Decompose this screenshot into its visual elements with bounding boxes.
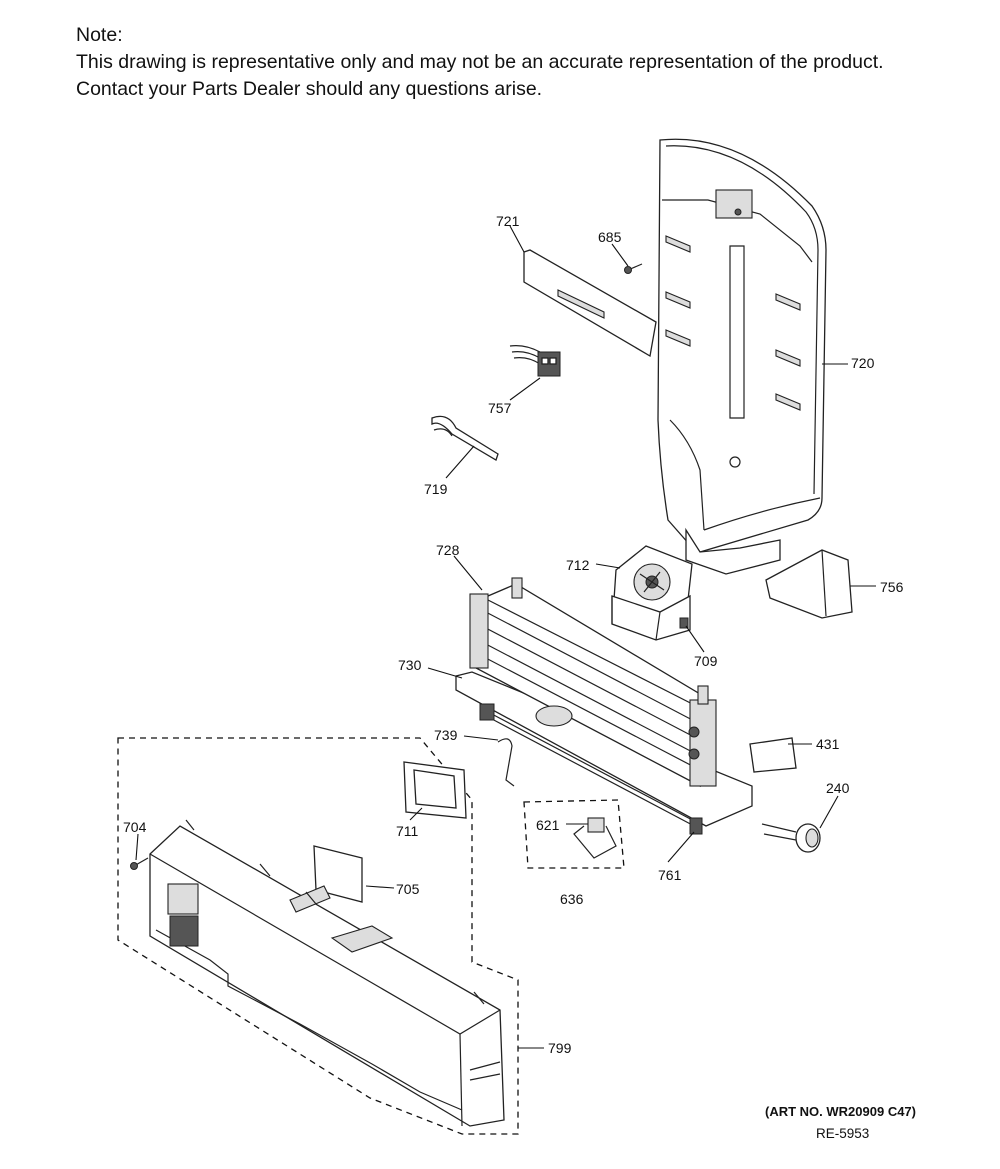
- callout-757: 757: [488, 400, 512, 416]
- part-704-screw: [130, 857, 149, 870]
- note-block: Note: This drawing is representative onl…: [76, 22, 884, 103]
- callout-636: 636: [560, 891, 584, 907]
- part-739-clip: [497, 738, 515, 787]
- callout-720: 720: [851, 355, 875, 371]
- part-720-panel: [657, 138, 827, 575]
- part-719-tube: [431, 415, 499, 461]
- note-line-2: Contact your Parts Dealer should any que…: [76, 78, 543, 100]
- callout-739: 739: [434, 727, 458, 743]
- part-799-housing: [149, 819, 505, 1127]
- callout-621: 621: [536, 817, 560, 833]
- part-728-evaporator: [455, 577, 753, 827]
- callout-730: 730: [398, 657, 422, 673]
- part-756-cover: [765, 549, 853, 619]
- leader-lines: [135, 225, 876, 1049]
- part-431-pad: [749, 737, 797, 773]
- callout-721: 721: [496, 213, 520, 229]
- callout-711: 711: [396, 823, 419, 839]
- note-line-1: This drawing is representative only and …: [76, 51, 884, 73]
- callout-704: 704: [123, 819, 147, 835]
- note-heading: Note:: [76, 24, 123, 46]
- callout-719: 719: [424, 481, 448, 497]
- callout-712: 712: [566, 557, 590, 573]
- callout-756: 756: [880, 579, 904, 595]
- art-number: (ART NO. WR20909 C47): [765, 1104, 916, 1119]
- group-636-outline: [523, 799, 625, 869]
- part-711-frame: [403, 761, 467, 819]
- part-712-fan: [611, 545, 693, 641]
- callout-705: 705: [396, 881, 420, 897]
- reference-code: RE-5953: [816, 1126, 870, 1141]
- callout-labels: 720 721 685 757 719 728 712 756 709 730 …: [123, 213, 904, 1056]
- part-636-bracket: [573, 817, 617, 859]
- callout-240: 240: [826, 780, 850, 796]
- callout-761: 761: [658, 867, 682, 883]
- callout-799: 799: [548, 1040, 572, 1056]
- part-761-heater: [479, 703, 703, 835]
- part-685-screw: [624, 263, 643, 274]
- callout-685: 685: [598, 229, 622, 245]
- part-240-thermostat: [761, 823, 821, 853]
- callout-728: 728: [436, 542, 460, 558]
- part-721-cover: [523, 249, 657, 358]
- part-757-harness: [509, 345, 561, 377]
- callout-431: 431: [816, 736, 840, 752]
- callout-709: 709: [694, 653, 718, 669]
- part-705-pad: [313, 845, 363, 903]
